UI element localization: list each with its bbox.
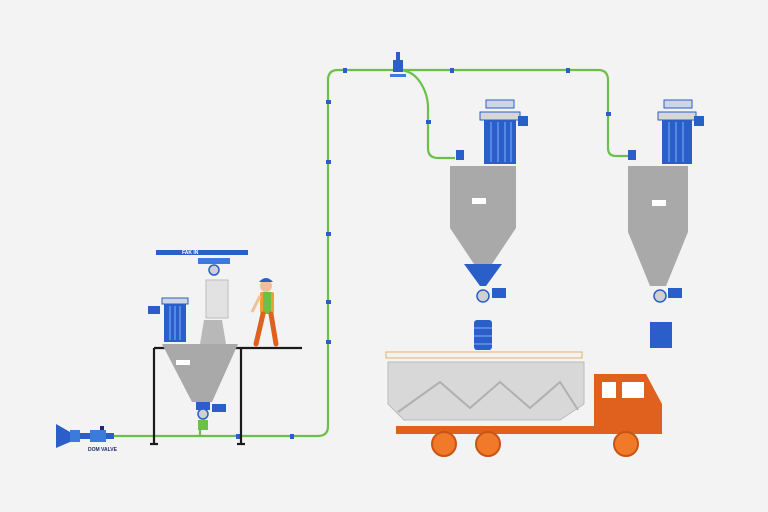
receiver-silo-2 [628, 99, 704, 348]
platform-sign: FAK IN [182, 250, 199, 256]
platform-sign-board [156, 250, 248, 255]
pipe-branch-left-silo [397, 68, 455, 160]
valve-label: DOM VALVE [88, 447, 118, 453]
blower-icon[interactable] [56, 424, 114, 448]
pipe-couplings [236, 68, 611, 439]
cartridge-filter-icon [662, 120, 692, 164]
loading-bellows [474, 320, 492, 350]
transmitter-vessel: FAK IN [148, 250, 248, 430]
rotary-valve-icon [197, 408, 209, 420]
diverter-valve-icon[interactable] [390, 52, 406, 77]
rotary-valve-icon [653, 289, 667, 303]
bulk-truck-icon [385, 351, 662, 457]
rotary-valve-icon [476, 289, 490, 303]
operator-icon [250, 278, 279, 347]
receiver-silo-1 [450, 99, 528, 350]
